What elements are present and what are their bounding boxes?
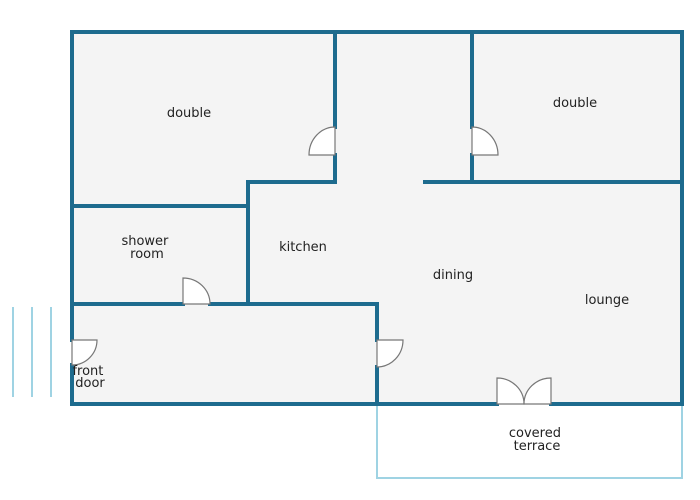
label-dining: dining [433,268,473,283]
label-shower-room: shower room [121,234,172,262]
covered-terrace-outline [376,404,683,479]
door-double-right [471,126,499,156]
label-double-left: double [167,106,211,121]
label-front-door-line1: front [72,364,103,379]
door-double-left [308,126,336,156]
label-covered-terrace-line2: terrace [514,439,561,454]
door-swings [71,126,552,405]
door-shower-room [182,277,211,305]
label-double-right: double [553,96,597,111]
label-lounge: lounge [585,293,629,308]
interior-walls [70,30,684,406]
label-covered-terrace: covered terrace [509,426,565,454]
door-front [71,339,98,366]
label-covered-terrace-line1: covered [509,426,561,441]
label-front-door-line2: door [75,376,105,391]
label-shower-room-line2: room [130,247,164,262]
entrance-steps [12,307,52,397]
door-lounge-hall [376,339,404,368]
label-kitchen: kitchen [279,240,327,255]
exterior-walls [70,30,684,406]
label-front-door: front door [72,364,107,391]
label-shower-room-line1: shower [121,234,169,249]
door-terrace-right [523,377,552,405]
